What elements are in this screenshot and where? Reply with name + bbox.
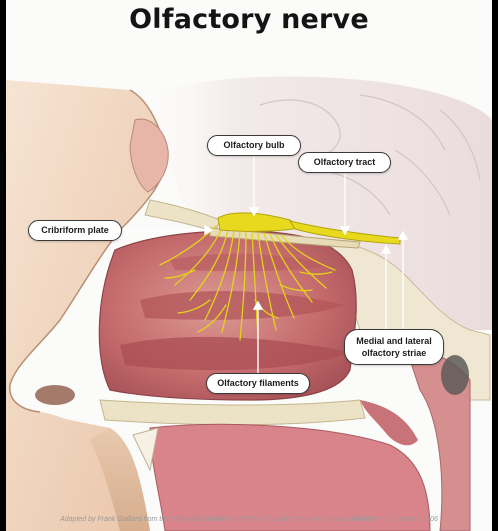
- attribution-credit: Adapted by Frank Gaillard from the origi…: [0, 516, 498, 523]
- label-olfactory-striae: Medial and lateral olfactory striae: [344, 329, 444, 365]
- nostril: [35, 385, 75, 405]
- label-olfactory-bulb: Olfactory bulb: [207, 135, 301, 156]
- label-cribriform-plate: Cribriform plate: [28, 220, 122, 241]
- hard-palate: [100, 400, 365, 425]
- label-olfactory-tract: Olfactory tract: [298, 152, 391, 173]
- oral-tongue: [150, 424, 430, 531]
- pituitary-stalk: [441, 355, 469, 395]
- label-olfactory-filaments: Olfactory filaments: [206, 373, 310, 394]
